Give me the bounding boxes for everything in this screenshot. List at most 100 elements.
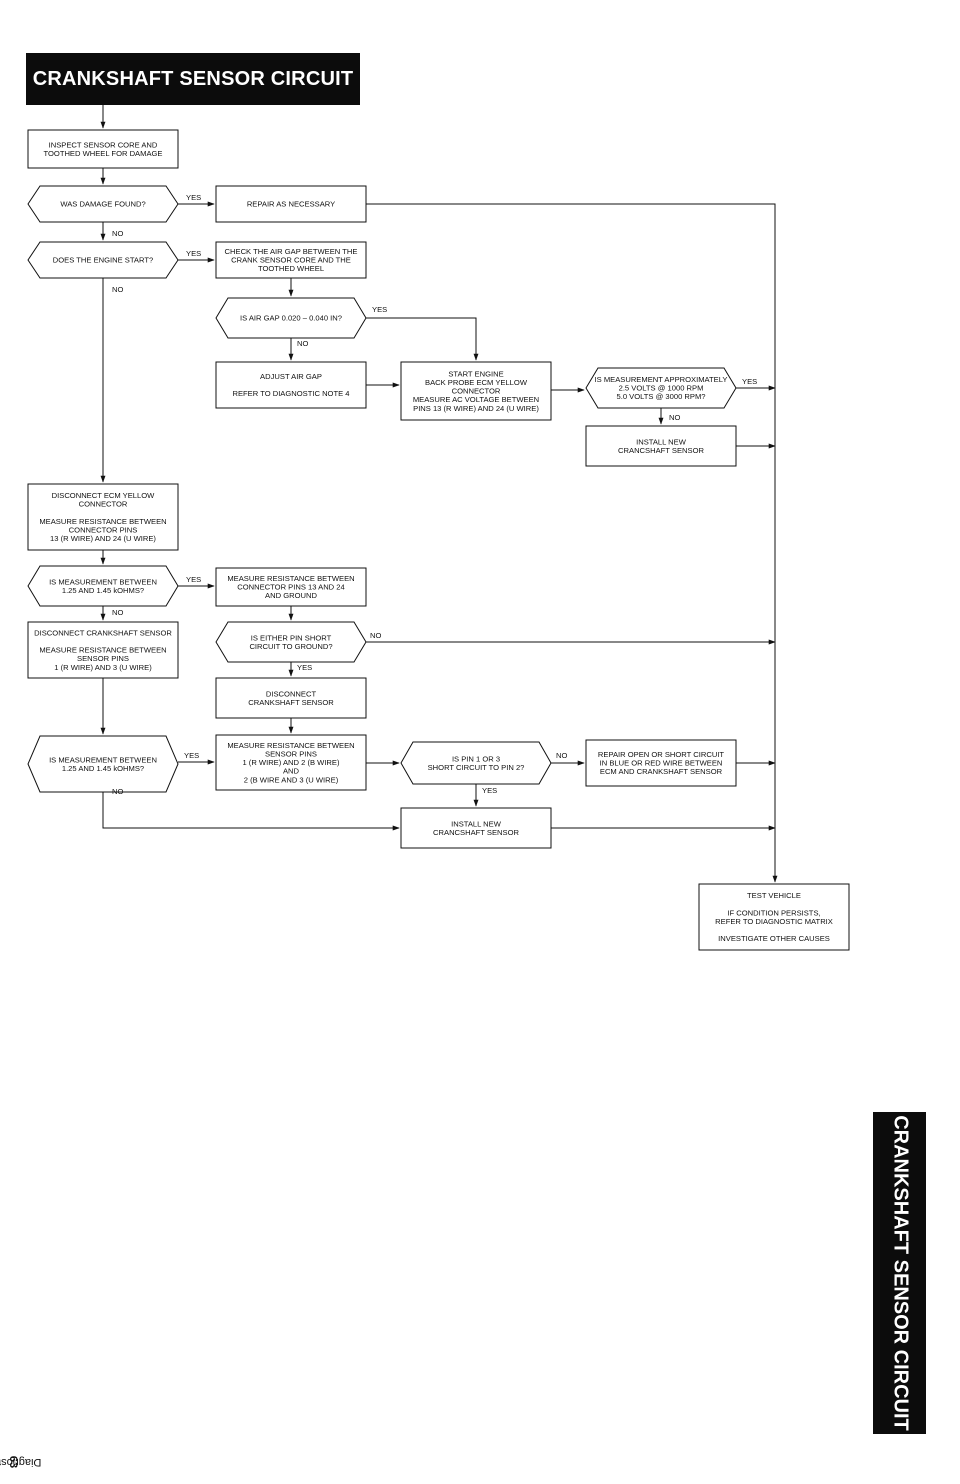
node-q-start-text: DOES THE ENGINE START? (53, 256, 153, 265)
node-disc-crank (27, 621, 179, 679)
branch-label-no: NO (112, 787, 123, 796)
node-q-volts-text: 5.0 VOLTS @ 3000 RPM? (616, 392, 705, 401)
node-adjust (215, 361, 367, 409)
branch-label-no: NO (669, 413, 680, 422)
branch-label-yes: YES (482, 786, 497, 795)
footer-text: Diagnostics 63 (0, 1456, 41, 1468)
branch-label-no: NO (112, 285, 123, 294)
node-q-damage (27, 185, 179, 223)
node-test-vehicle (698, 883, 850, 951)
node-q-meas2-text: 1.25 AND 1.45 kOHMS? (62, 764, 144, 773)
node-install2-text: INSTALL NEW (451, 819, 502, 828)
node-q-meas2-text: IS MEASUREMENT BETWEEN (49, 755, 157, 764)
node-meas-pins-text: MEASURE RESISTANCE BETWEEN (227, 741, 354, 750)
side-tab-label: CRANKSHAFT SENSOR CIRCUIT (889, 1115, 911, 1431)
node-q-start (27, 241, 179, 279)
node-repair-text: REPAIR AS NECESSARY (247, 200, 335, 209)
node-start-engine-text: START ENGINE (448, 369, 503, 378)
branch-label-no: NO (112, 608, 123, 617)
node-repair-open (585, 739, 737, 787)
branch-label-no: NO (556, 751, 567, 760)
node-start-engine-text: PINS 13 (R WIRE) AND 24 (U WIRE) (413, 404, 539, 413)
node-start-engine (400, 361, 552, 421)
node-disc-crank-text: 1 (R WIRE) AND 3 (U WIRE) (54, 663, 152, 672)
node-disc-crank2 (215, 677, 367, 719)
node-install2-text: CRANCSHAFT SENSOR (433, 828, 519, 837)
node-disc-crank-text: DISCONNECT CRANKSHAFT SENSOR (34, 628, 172, 637)
branch-label-yes: YES (186, 249, 201, 258)
page-footer: Diagnostics 63 (0, 1440, 41, 1484)
node-install1-text: INSTALL NEW (636, 437, 687, 446)
node-q-volts (585, 367, 737, 409)
connector-repair-to-test (366, 203, 778, 883)
node-meas-ground-text: CONNECTOR PINS 13 AND 24 (237, 583, 344, 592)
node-start-engine-text: CONNECTOR (452, 387, 501, 396)
node-start-engine-text: BACK PROBE ECM YELLOW (425, 378, 528, 387)
node-repair (215, 185, 367, 223)
node-inspect-text: INSPECT SENSOR CORE AND (49, 140, 158, 149)
node-inspect (27, 129, 179, 169)
node-disc-crank-text: SENSOR PINS (77, 654, 129, 663)
connector-gap-yes (366, 317, 479, 361)
node-q-meas2 (27, 735, 179, 793)
node-meas-pins-text: 2 (B WIRE AND 3 (U WIRE) (244, 775, 339, 784)
node-q-meas1-text: 1.25 AND 1.45 kOHMS? (62, 586, 144, 595)
branch-label-yes: YES (742, 377, 757, 386)
node-test-vehicle-text: INVESTIGATE OTHER CAUSES (718, 934, 830, 943)
node-disconnect-ecm (27, 483, 179, 551)
branch-label-yes: YES (186, 575, 201, 584)
node-meas-pins-text: AND (283, 767, 300, 776)
page-title: CRANKSHAFT SENSOR CIRCUIT (26, 53, 360, 105)
node-q-volts-text: 2.5 VOLTS @ 1000 RPM (619, 384, 704, 393)
node-meas-pins-text: SENSOR PINS (265, 750, 317, 759)
branch-label-no: NO (112, 229, 123, 238)
node-disconnect-ecm-text: MEASURE RESISTANCE BETWEEN (39, 517, 166, 526)
node-check-gap-text: CHECK THE AIR GAP BETWEEN THE (225, 247, 358, 256)
node-test-vehicle-text: REFER TO DIAGNOSTIC MATRIX (715, 917, 833, 926)
node-meas-ground (215, 567, 367, 607)
node-q-volts-text: IS MEASUREMENT APPROXIMATELY (595, 375, 728, 384)
node-check-gap-text: TOOTHED WHEEL (258, 264, 324, 273)
branch-label-yes: YES (184, 751, 199, 760)
node-adjust-text: REFER TO DIAGNOSTIC NOTE 4 (232, 389, 349, 398)
node-install2 (400, 807, 552, 849)
node-install1-text: CRANCSHAFT SENSOR (618, 446, 704, 455)
node-install1 (585, 425, 737, 467)
node-q-damage-text: WAS DAMAGE FOUND? (60, 200, 145, 209)
node-disconnect-ecm-text: DISCONNECT ECM YELLOW (52, 491, 156, 500)
node-disconnect-ecm-text: CONNECTOR PINS (69, 526, 138, 535)
node-q-meas1 (27, 565, 179, 607)
node-q-gap-text: IS AIR GAP 0.020 – 0.040 IN? (240, 314, 342, 323)
branch-label-yes: YES (297, 663, 312, 672)
node-q-short-text: CIRCUIT TO GROUND? (249, 642, 332, 651)
node-disc-crank2-text: DISCONNECT (266, 689, 317, 698)
node-repair-open-text: REPAIR OPEN OR SHORT CIRCUIT (598, 750, 725, 759)
node-q-pin13 (400, 741, 552, 785)
branch-label-yes: YES (372, 305, 387, 314)
node-disconnect-ecm-text: CONNECTOR (79, 500, 128, 509)
branch-label-no: NO (297, 339, 308, 348)
node-q-pin13-text: SHORT CIRCUIT TO PIN 2? (428, 763, 525, 772)
node-repair-open-text: ECM AND CRANKSHAFT SENSOR (600, 767, 723, 776)
footer-section: Diagnostics (0, 1456, 42, 1468)
node-check-gap-text: CRANK SENSOR CORE AND THE (231, 256, 351, 265)
connector-meas2-no (102, 792, 400, 831)
node-q-meas1-text: IS MEASUREMENT BETWEEN (49, 577, 157, 586)
node-meas-pins-text: 1 (R WIRE) AND 2 (B WIRE) (242, 758, 340, 767)
node-q-gap (215, 297, 367, 339)
node-q-short-text: IS EITHER PIN SHORT (251, 633, 332, 642)
node-inspect-text: TOOTHED WHEEL FOR DAMAGE (44, 149, 163, 158)
node-q-short (215, 621, 367, 663)
node-start-engine-text: MEASURE AC VOLTAGE BETWEEN (413, 395, 539, 404)
node-test-vehicle-text: TEST VEHICLE (747, 891, 801, 900)
node-meas-ground-text: AND GROUND (265, 591, 317, 600)
node-disconnect-ecm-text: 13 (R WIRE) AND 24 (U WIRE) (50, 534, 156, 543)
node-repair-open-text: IN BLUE OR RED WIRE BETWEEN (600, 759, 723, 768)
side-tab: CRANKSHAFT SENSOR CIRCUIT (873, 1112, 926, 1434)
node-test-vehicle-text: IF CONDITION PERSISTS, (727, 908, 820, 917)
branch-label-no: NO (370, 631, 381, 640)
node-adjust-text: ADJUST AIR GAP (260, 372, 322, 381)
node-meas-pins (215, 734, 367, 791)
node-disc-crank-text: MEASURE RESISTANCE BETWEEN (39, 646, 166, 655)
